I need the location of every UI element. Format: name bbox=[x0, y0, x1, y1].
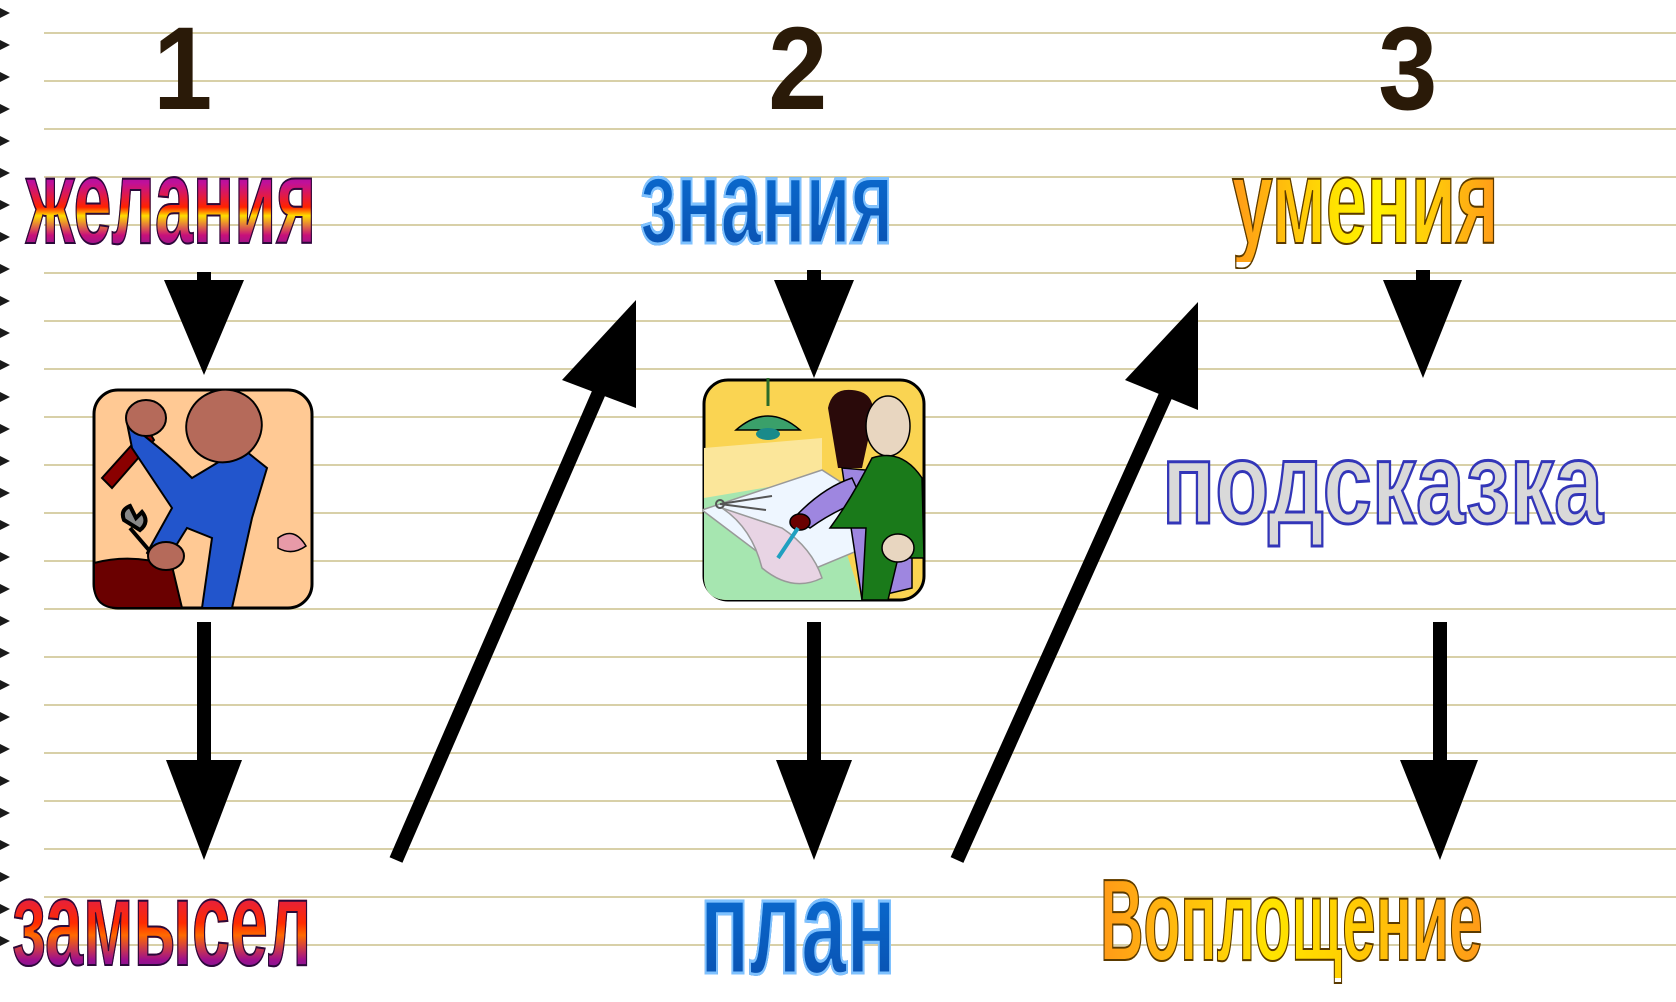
arrowhead-icon2 bbox=[774, 280, 854, 378]
arrowhead-skills bbox=[1125, 302, 1198, 410]
step-number-2: 2 bbox=[768, 3, 828, 135]
step-number-3: 3 bbox=[1378, 3, 1438, 135]
arrowhead-desire bbox=[164, 280, 244, 375]
word-knowledge: знания bbox=[639, 133, 894, 269]
arrow-layer bbox=[164, 270, 1478, 863]
arrowhead-embodiment bbox=[1400, 760, 1478, 860]
arrowhead-idea bbox=[166, 760, 242, 860]
spiral-binding bbox=[0, 8, 10, 946]
word-hint: подсказка bbox=[1161, 418, 1604, 548]
word-skills: умения bbox=[1231, 133, 1499, 269]
word-plan: план bbox=[699, 850, 897, 1002]
diagram-stage: 1 2 3 желания знания умения подсказка за… bbox=[11, 3, 1604, 996]
architects-with-blueprint-icon bbox=[702, 378, 926, 602]
word-desires: желания bbox=[25, 133, 317, 269]
mechanic-at-work-icon bbox=[92, 388, 314, 610]
word-embodiment: Воплощение bbox=[1099, 855, 1483, 985]
arrowhead-plan bbox=[776, 760, 852, 860]
arrowhead-hint bbox=[1383, 280, 1462, 378]
arrow-idea-to-knowledge bbox=[389, 387, 607, 863]
arrowhead-knowledge bbox=[562, 300, 636, 408]
arrow-plan-to-skills bbox=[950, 387, 1175, 863]
step-number-1: 1 bbox=[153, 3, 213, 135]
word-idea: замысел bbox=[11, 855, 312, 991]
